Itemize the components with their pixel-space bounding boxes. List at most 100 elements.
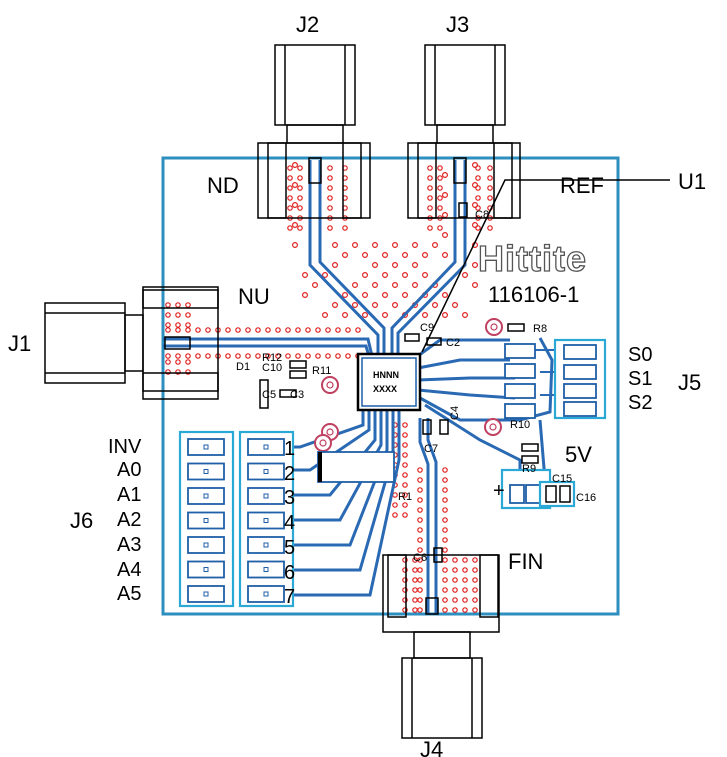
- via: [427, 185, 433, 191]
- via: [165, 353, 171, 359]
- j6-number-6: 6: [284, 562, 295, 584]
- via: [472, 202, 479, 209]
- via: [402, 452, 408, 458]
- via: [302, 272, 309, 279]
- via: [442, 467, 448, 473]
- via: [287, 165, 293, 171]
- via: [472, 282, 479, 289]
- via: [315, 353, 321, 359]
- via: [487, 225, 493, 231]
- via: [427, 195, 433, 201]
- via: [382, 292, 389, 299]
- via: [442, 577, 448, 583]
- via: [185, 302, 191, 308]
- via: [475, 165, 481, 171]
- j6-pad: [247, 585, 285, 603]
- via: [345, 327, 351, 333]
- j6-pad-hole: [203, 567, 209, 572]
- via: [432, 302, 439, 309]
- via: [195, 327, 201, 333]
- nu-label: NU: [238, 284, 270, 309]
- j6-pad-hole: [203, 444, 209, 450]
- via: [417, 487, 423, 493]
- via: [225, 353, 231, 359]
- via: [452, 302, 459, 309]
- via: [402, 252, 409, 259]
- j6-label-a1: A1: [117, 484, 141, 506]
- via: [305, 327, 311, 333]
- j6-pad-hole: [263, 591, 269, 597]
- via: [175, 359, 181, 365]
- via: [275, 327, 281, 333]
- via: [372, 262, 379, 269]
- fin-label: FIN: [508, 549, 543, 574]
- via: [427, 165, 433, 171]
- via: [412, 607, 418, 613]
- via: [442, 192, 449, 199]
- part-number: 116106-1: [488, 282, 579, 307]
- via: [295, 353, 301, 359]
- via: [382, 252, 389, 259]
- j6-pad: [247, 560, 285, 579]
- via: [402, 567, 408, 573]
- hittite-logo: Hittite: [478, 238, 587, 279]
- via: [437, 185, 443, 191]
- via: [412, 567, 418, 573]
- via: [392, 242, 399, 249]
- j6-pad-hole: [203, 493, 209, 499]
- via: [402, 597, 408, 603]
- via: [442, 497, 448, 503]
- via: [352, 302, 359, 309]
- j6-pad: [247, 511, 285, 530]
- via: [402, 557, 408, 563]
- via: [412, 587, 418, 593]
- via: [442, 597, 448, 603]
- via: [452, 607, 458, 613]
- via: [312, 282, 319, 289]
- via: [292, 182, 299, 189]
- via: [475, 185, 481, 191]
- via: [287, 175, 293, 181]
- ref-label: REF: [560, 173, 604, 198]
- refdes-c16: C16: [576, 492, 596, 504]
- via: [332, 262, 339, 269]
- via: [285, 353, 291, 359]
- via: [327, 185, 333, 191]
- j5-pin-s0: S0: [628, 344, 652, 366]
- via: [287, 225, 293, 231]
- via: [402, 432, 408, 438]
- j6-label-a0: A0: [117, 459, 141, 481]
- plus-label: +: [493, 480, 505, 502]
- via: [462, 587, 468, 593]
- via: [472, 607, 478, 613]
- j6-label-a4: A4: [117, 559, 141, 581]
- via: [355, 327, 361, 333]
- via: [285, 327, 291, 333]
- via: [475, 205, 481, 211]
- refdes-c10: C10: [262, 362, 282, 374]
- via: [297, 195, 303, 201]
- via: [475, 175, 481, 181]
- j5-pin-s1: S1: [628, 368, 652, 390]
- j6-number-4: 4: [284, 512, 295, 534]
- smd-components: [259, 202, 539, 563]
- via: [417, 467, 423, 473]
- via: [205, 327, 211, 333]
- via: [382, 272, 389, 279]
- via: [452, 557, 458, 563]
- via: [315, 327, 321, 333]
- refdes-c4: C4: [449, 406, 461, 420]
- via: [327, 165, 333, 171]
- via: [402, 272, 409, 279]
- j6-pad: [187, 511, 225, 530]
- refdes-c6: C6: [413, 552, 427, 564]
- plated-vias: [314, 318, 503, 452]
- via: [417, 547, 423, 553]
- via: [362, 272, 369, 279]
- j6-pad: [187, 462, 225, 481]
- via: [472, 557, 478, 563]
- via: [372, 282, 379, 289]
- j6-number-2: 2: [284, 463, 295, 485]
- j6-pad: [247, 438, 285, 456]
